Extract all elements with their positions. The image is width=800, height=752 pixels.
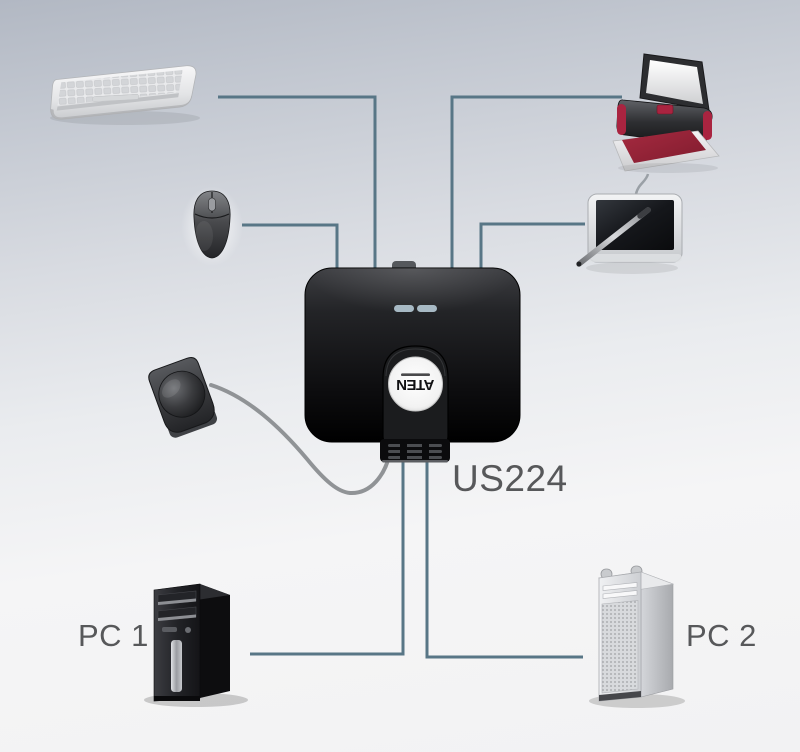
pc1-tower-icon xyxy=(144,583,248,707)
line-switch-to-pc2 xyxy=(425,450,583,659)
pc1-label: PC 1 xyxy=(78,618,149,653)
switch-led-1 xyxy=(394,305,414,312)
aten-logo-text: ATEN xyxy=(397,376,435,393)
line-tablet-to-switch xyxy=(479,222,585,270)
line-switch-to-pc1 xyxy=(250,450,405,656)
remote-cable xyxy=(209,383,392,496)
switch-bottom-connector xyxy=(380,439,450,463)
aten-logo xyxy=(388,356,443,412)
line-keyboard-to-switch xyxy=(218,95,377,270)
pc2-tower-icon xyxy=(589,565,685,708)
mouse-icon xyxy=(181,186,243,266)
graphics-tablet-icon xyxy=(576,173,683,274)
usb-switch-icon: ATEN xyxy=(304,261,521,463)
model-label: US224 xyxy=(452,458,568,499)
line-mouse-to-switch xyxy=(242,223,339,270)
aten-logo-tagline xyxy=(401,373,430,376)
remote-port-selector-icon xyxy=(148,356,218,438)
printer-icon xyxy=(612,53,720,173)
line-printer-to-switch xyxy=(450,95,622,270)
switch-led-2 xyxy=(417,305,437,312)
keyboard-icon xyxy=(50,65,200,125)
pc2-label: PC 2 xyxy=(686,618,757,653)
